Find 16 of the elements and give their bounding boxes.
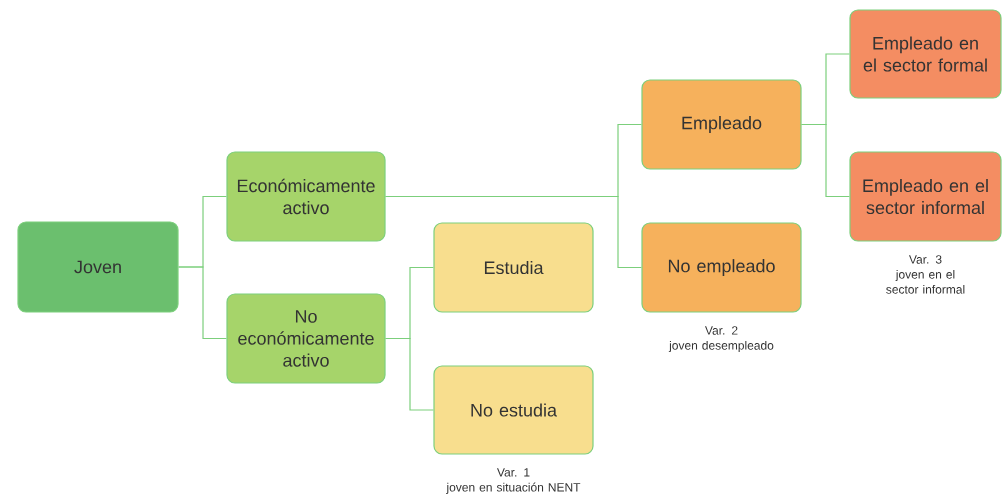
process-box: Económicamente activo — [226, 151, 386, 242]
connector-line — [385, 195, 642, 269]
connector-line — [801, 123, 850, 198]
process-box: No económicamente activo — [226, 293, 386, 384]
process-box: Estudia — [433, 222, 594, 313]
caption-text: Var. 2 joven desempleado — [668, 326, 774, 353]
process-box: Empleado — [641, 79, 802, 170]
process-box: Joven — [17, 221, 179, 313]
process-box: No empleado — [641, 222, 802, 313]
caption-text: Var. 3 joven en el sector informal — [886, 255, 965, 294]
process-box: Empleado en el sector formal — [849, 9, 1002, 99]
connector-line — [385, 337, 434, 411]
connector-line — [178, 266, 227, 340]
process-box: Empleado en el sector informal — [849, 151, 1002, 242]
caption-text: Var. 1 joven en situación NENT — [446, 468, 581, 494]
process-box: No estudia — [433, 365, 594, 455]
